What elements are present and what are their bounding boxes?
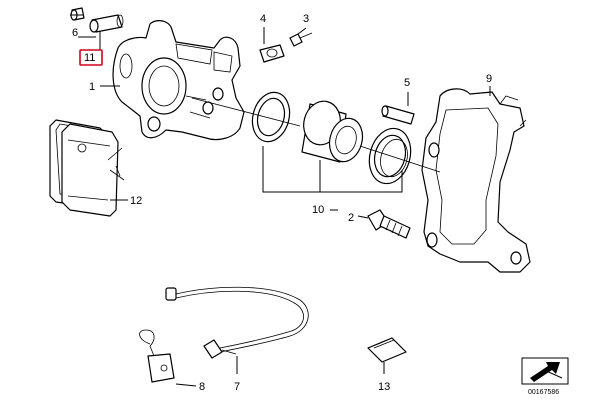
arrow-icon [521, 357, 569, 385]
callout-9: 9 [486, 73, 492, 85]
callout-8: 8 [199, 381, 205, 393]
callout-13: 13 [378, 381, 390, 393]
wear-sensor [139, 286, 309, 383]
callout-12: 12 [130, 195, 142, 207]
caliper-housing [112, 20, 245, 141]
callout-11-highlight-box [79, 49, 103, 66]
callout-7: 7 [234, 381, 240, 393]
bleeder-cap [289, 32, 313, 47]
bleeder-screw [259, 44, 285, 63]
guide-pin [381, 105, 415, 125]
brake-pads [49, 119, 125, 217]
piston [301, 100, 364, 163]
guide-bolt [70, 7, 85, 21]
callout-2: 2 [348, 212, 354, 224]
callout-1: 1 [89, 81, 95, 93]
piston-seal [251, 91, 291, 143]
assembly-lines [191, 97, 441, 193]
callout-10: 10 [312, 204, 324, 216]
leader-lines [70, 14, 491, 387]
grease-sachet [367, 337, 407, 363]
caliper-carrier [421, 88, 531, 273]
mounting-bolt [367, 209, 411, 239]
document-id: 00167586 [528, 389, 559, 396]
callout-11: 11 [84, 52, 95, 64]
callout-5: 5 [404, 77, 410, 89]
callout-3: 3 [303, 13, 309, 25]
callout-4: 4 [260, 13, 266, 25]
callout-6: 6 [72, 27, 78, 39]
guide-bolt-sleeve [89, 14, 124, 33]
